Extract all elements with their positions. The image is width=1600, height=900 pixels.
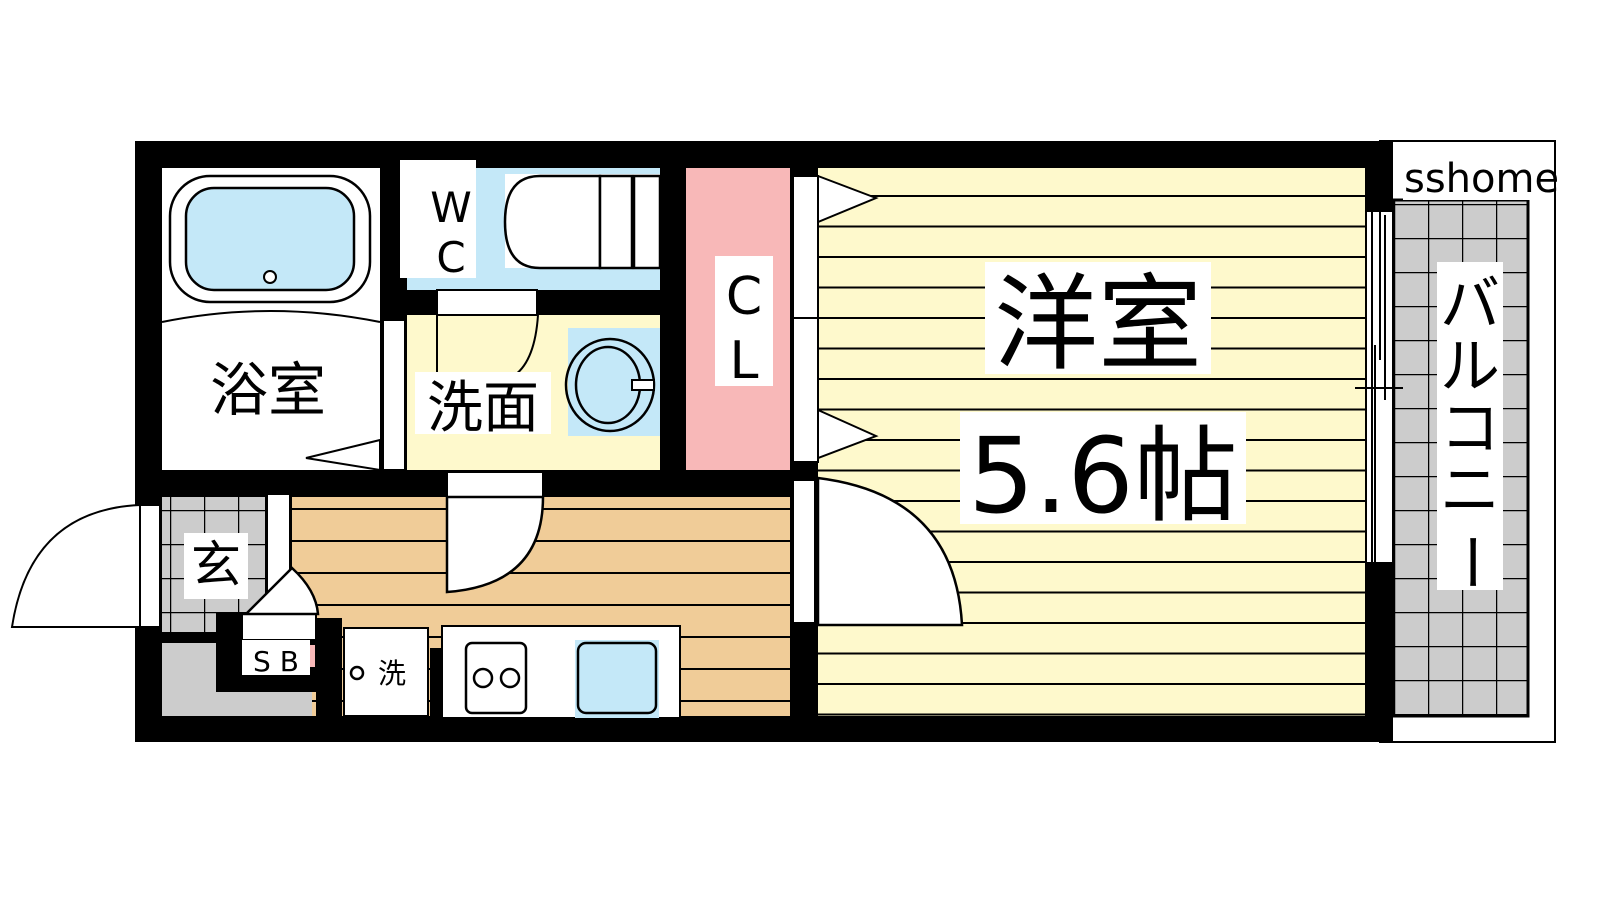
burner-icon [499, 667, 521, 689]
bathroom-label: 浴室 [210, 356, 326, 424]
closet-label-c: C [726, 267, 762, 327]
washer-drain-icon [349, 665, 365, 681]
drain-icon [263, 270, 277, 284]
washer-label: 洗 [378, 657, 406, 690]
washroom-label: 洗面 [427, 376, 539, 441]
balcony-label: バ ル コ ニ ー [1435, 270, 1505, 592]
kitchen-sink [576, 641, 658, 715]
washroom-door-frame [446, 471, 544, 498]
balcony-char: バ [1440, 270, 1500, 340]
watermark: sshome [1404, 156, 1559, 202]
western-room-label: 洋室 [994, 263, 1202, 385]
wc-label-w: W [430, 183, 472, 232]
wc-label-c: C [436, 233, 465, 282]
bath-door [305, 438, 381, 472]
entrance-door [10, 503, 141, 628]
western-room-size: 5.6帖 [968, 415, 1237, 537]
shoe-box [241, 613, 317, 641]
shoe-box-label: S B [253, 645, 299, 678]
entrance-label: 玄 [191, 536, 241, 594]
washroom-door [445, 495, 545, 594]
balcony-char: ル [1440, 332, 1500, 402]
burner-icon [472, 667, 494, 689]
closet-label-l: L [730, 331, 759, 391]
western-room-door [816, 476, 964, 627]
balcony-char: ニ [1440, 456, 1500, 526]
toilet [503, 174, 602, 270]
balcony-char: ー [1435, 532, 1505, 592]
stove [464, 641, 528, 715]
bathtub-basin [184, 186, 356, 292]
balcony-char: コ [1440, 394, 1500, 464]
